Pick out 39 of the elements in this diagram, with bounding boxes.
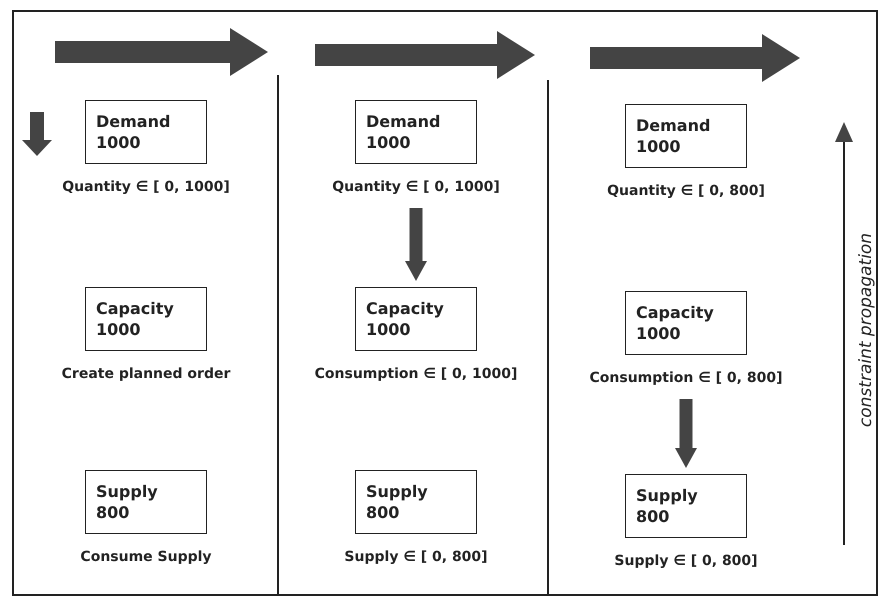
box-title: Supply (366, 481, 429, 502)
axis-label: constraint propagation (856, 232, 876, 428)
arrow (675, 399, 697, 468)
box-title: Capacity (366, 298, 445, 319)
value-box (85, 100, 207, 164)
box-caption: Quantity ∈ [ 0, 800] (606, 182, 766, 200)
box-title: Capacity (96, 298, 175, 319)
value-box (355, 287, 477, 351)
value-box (85, 470, 207, 534)
value-box (625, 104, 747, 168)
box-title: Supply (636, 485, 699, 506)
value-box (355, 470, 477, 534)
box-caption: Supply ∈ [ 0, 800] (613, 552, 759, 570)
value-box (625, 474, 747, 538)
box-value: 1000 (636, 323, 682, 344)
box-caption: Quantity ∈ [ 0, 1000] (331, 178, 501, 196)
box-caption: Quantity ∈ [ 0, 1000] (61, 178, 231, 196)
box-caption: Create planned order (60, 365, 232, 383)
box-title: Capacity (636, 302, 715, 323)
box-value: 800 (366, 502, 400, 523)
box-title: Demand (96, 111, 172, 132)
box-caption: Supply ∈ [ 0, 800] (343, 548, 489, 566)
box-caption: Consumption ∈ [ 0, 800] (588, 369, 784, 387)
box-value: 1000 (636, 136, 682, 157)
box-value: 1000 (96, 319, 142, 340)
box-caption: Consume Supply (79, 548, 213, 566)
box-value: 1000 (96, 132, 142, 153)
box-value: 800 (96, 502, 130, 523)
value-box (355, 100, 477, 164)
box-value: 1000 (366, 319, 412, 340)
box-title: Demand (636, 115, 712, 136)
value-box (625, 291, 747, 355)
value-box (85, 287, 207, 351)
box-value: 800 (636, 506, 670, 527)
box-value: 1000 (366, 132, 412, 153)
box-caption: Consumption ∈ [ 0, 1000] (314, 365, 518, 383)
box-title: Demand (366, 111, 442, 132)
arrow (405, 208, 427, 281)
box-title: Supply (96, 481, 159, 502)
